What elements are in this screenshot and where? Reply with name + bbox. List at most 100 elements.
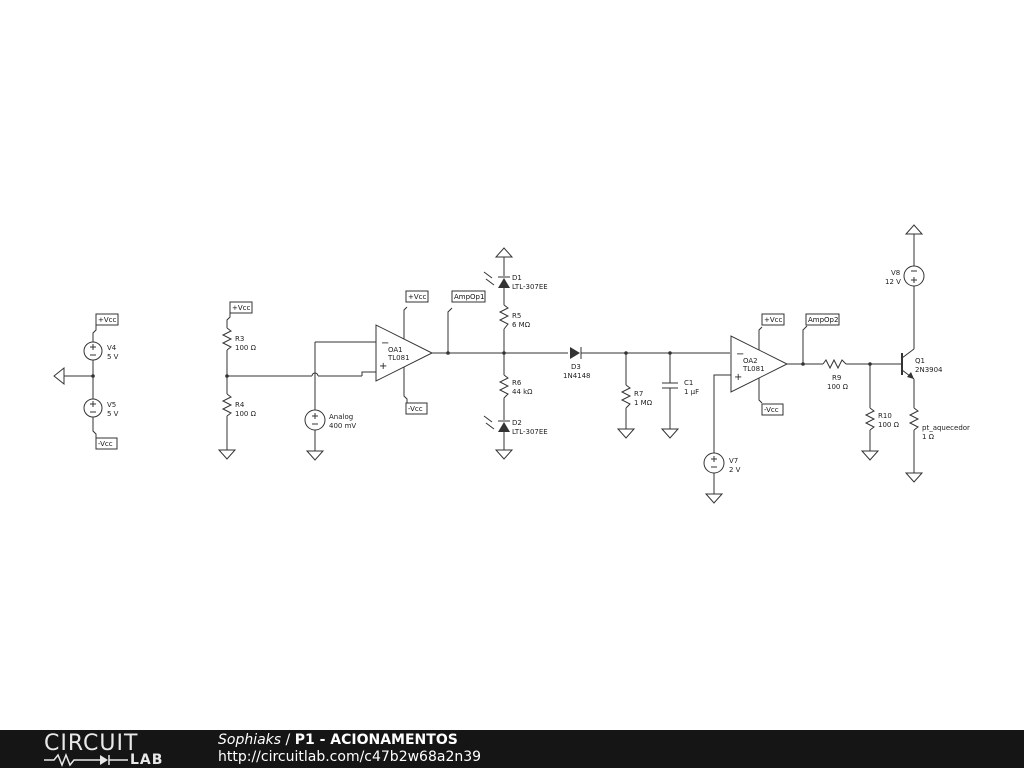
net-tag-label: +Vcc [232,304,251,312]
V8-value: 12 V [885,278,901,286]
ground-symbol-c1 [660,428,680,439]
V5-voltage-source[interactable] [83,398,103,418]
project-url[interactable]: http://circuitlab.com/c47b2w68a2n39 [218,749,482,765]
oa1-plus-pin: + [379,361,387,372]
V5-name: V5 [107,401,116,409]
Q1-value: 2N3904 [915,366,943,374]
R9-name: R9 [832,374,841,382]
net-tag-ampop2 [805,313,840,326]
V4-name: V4 [107,344,117,352]
R7-value: 1 MΩ [634,399,653,407]
D2-name: D2 [512,419,522,427]
oa2-minus-pin: − [736,349,744,360]
D1-name: D1 [512,274,522,282]
analog-voltage-source[interactable] [304,409,326,431]
ground-symbol-d2 [494,449,514,460]
logo-text-circuit: CIRCUIT [44,731,139,756]
net-tag-vcc-pos-oa1 [405,290,429,303]
net-tag-vcc-neg-supply [95,437,118,450]
analog-source-value: 400 mV [329,422,356,430]
R5-resistor[interactable] [498,304,510,330]
V7-name: V7 [729,457,738,465]
net-tag-label: +Vcc [408,293,427,301]
pt-aquecedor-value: 1 Ω [922,433,935,441]
V4-voltage-source[interactable] [83,341,103,361]
R4-value: 100 Ω [235,410,257,418]
analog-source-section: Analog 400 mV [227,341,376,461]
R7-name: R7 [634,390,643,398]
R9-value: 100 Ω [827,383,849,391]
R5-name: R5 [512,312,521,320]
D3-value: 1N4148 [563,372,591,380]
Q1-transistor[interactable] [901,348,915,380]
supply-arrow-top [494,247,514,258]
R3-value: 100 Ω [235,344,257,352]
rectifier-section: D3 1N4148 R7 1 MΩ C1 1 µF [563,347,730,439]
Q1-name: Q1 [915,357,925,365]
R7-resistor[interactable] [620,384,632,409]
oa2-plus-pin: + [734,372,742,383]
R9-resistor[interactable] [822,358,847,370]
schematic-canvas: +Vcc V4 5 V V5 5 V -Vcc +Vcc R3 100 Ω [53,224,970,504]
V5-value: 5 V [107,410,119,418]
V7-voltage-source[interactable] [703,452,725,474]
R6-resistor[interactable] [498,374,510,399]
net-tag-vcc-pos-oa2 [761,313,785,326]
net-tag-label: -Vcc [98,440,113,448]
net-tag-vcc-pos-supply [95,313,119,326]
D3-diode[interactable] [570,347,582,359]
analog-source-name: Analog [329,413,353,421]
R10-name: R10 [878,412,892,420]
C1-value: 1 µF [684,388,699,396]
author-link[interactable]: Sophiaks [218,732,282,748]
R4-name: R4 [235,401,245,409]
oa1-minus-pin: − [381,338,389,349]
C1-name: C1 [684,379,693,387]
R10-resistor[interactable] [864,407,876,431]
ground-symbol-r4 [217,449,237,460]
ground-symbol-r10 [860,450,880,461]
project-title: Sophiaks / P1 - ACIONAMENTOS [218,732,458,749]
led-column: D1 LTL-307EE R5 6 MΩ R6 44 kΩ D2 LTL-307… [483,247,548,460]
D1-led[interactable] [483,271,510,288]
oa1-name: OA1 [388,346,403,354]
net-tag-vcc-neg-oa1 [405,402,428,415]
C1-capacitor[interactable] [662,382,678,389]
input-divider: +Vcc R3 100 Ω R4 100 Ω [217,301,257,460]
net-tag-ampop1 [451,290,486,303]
footer-bar: CIRCUIT LAB Sophiaks / P1 - ACIONAMENTOS… [0,730,1024,768]
output-stage: R9 100 Ω R10 100 Ω Q1 2N3904 V8 12 V pt [822,224,970,483]
D3-name: D3 [571,363,581,371]
project-name: P1 - ACIONAMENTOS [294,732,458,748]
V4-value: 5 V [107,353,119,361]
pt-aquecedor-name: pt_aquecedor [922,424,970,432]
oa2-value: TL081 [742,365,765,373]
V7-value: 2 V [729,466,741,474]
title-separator: / [281,732,295,748]
net-tag-vcc-pos-r3 [229,301,253,314]
R4-resistor[interactable] [221,393,233,417]
logo-text-lab: LAB [130,752,164,768]
R3-name: R3 [235,335,244,343]
R6-value: 44 kΩ [512,388,533,396]
ground-symbol-left [53,366,65,386]
net-tag-label: +Vcc [98,316,117,324]
ground-symbol-pt [904,472,924,483]
V8-voltage-source[interactable] [903,265,925,287]
D2-led[interactable] [483,415,510,432]
R3-resistor[interactable] [221,327,233,351]
net-tag-label: -Vcc [764,406,779,414]
D1-value: LTL-307EE [512,283,548,291]
supply-arrow-v8 [904,224,924,235]
V8-name: V8 [891,269,900,277]
D2-value: LTL-307EE [512,428,548,436]
R6-name: R6 [512,379,522,387]
pt-aquecedor-resistor[interactable] [908,407,920,431]
R5-value: 6 MΩ [512,321,531,329]
ground-symbol-v7 [704,493,724,504]
net-tag-vcc-neg-oa2 [761,403,784,416]
net-tag-label: +Vcc [764,316,783,324]
supply-section: +Vcc V4 5 V V5 5 V -Vcc [53,313,119,450]
circuitlab-logo[interactable]: CIRCUIT LAB [44,733,174,767]
oa2-name: OA2 [743,357,758,365]
